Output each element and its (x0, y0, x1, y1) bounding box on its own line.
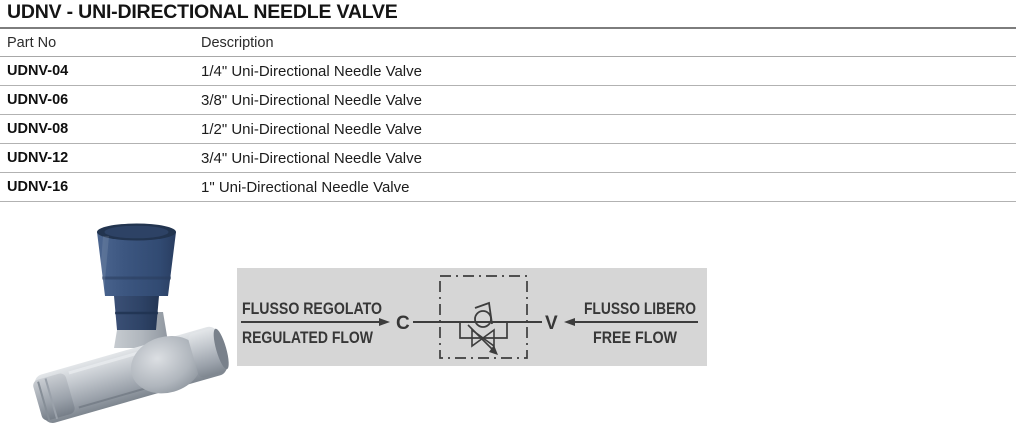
valve-body (33, 326, 229, 423)
table-row: UDNV-12 3/4" Uni-Directional Needle Valv… (0, 144, 1016, 173)
flow-diagram: FLUSSO REGOLATO REGULATED FLOW C V FLUSS… (237, 268, 707, 366)
port-label-v: V (545, 313, 558, 334)
needle-throttle-symbol (467, 324, 495, 352)
part-no-cell: UDNV-06 (7, 92, 69, 108)
description-cell: 1/2" Uni-Directional Needle Valve (201, 120, 422, 138)
valve-knob (97, 223, 176, 330)
label-regulated-flow: REGULATED FLOW (242, 329, 373, 347)
part-no-cell: UDNV-16 (7, 179, 69, 195)
part-no-cell: UDNV-12 (7, 150, 69, 166)
valve-boundary-box (439, 275, 528, 359)
description-cell: 3/4" Uni-Directional Needle Valve (201, 149, 422, 167)
description-cell: 1/4" Uni-Directional Needle Valve (201, 62, 422, 80)
column-header-description: Description (201, 34, 274, 51)
table-header-row: Part No Description (0, 29, 1016, 57)
table-row: UDNV-16 1" Uni-Directional Needle Valve (0, 173, 1016, 202)
description-cell: 1" Uni-Directional Needle Valve (201, 178, 410, 196)
valve-illustration (33, 223, 229, 423)
part-no-cell: UDNV-04 (7, 63, 69, 79)
table-row: UDNV-06 3/8" Uni-Directional Needle Valv… (0, 86, 1016, 115)
description-cell: 3/8" Uni-Directional Needle Valve (201, 91, 422, 109)
page-title: UDNV - UNI-DIRECTIONAL NEEDLE VALVE (7, 1, 398, 23)
table-row: UDNV-08 1/2" Uni-Directional Needle Valv… (0, 115, 1016, 144)
label-free-flow: FREE FLOW (593, 329, 677, 347)
parts-table: Part No Description UDNV-04 1/4" Uni-Dir… (0, 29, 1016, 202)
port-label-c: C (396, 313, 410, 334)
table-row: UDNV-04 1/4" Uni-Directional Needle Valv… (0, 57, 1016, 86)
part-no-cell: UDNV-08 (7, 121, 69, 137)
check-valve-symbol (474, 310, 492, 328)
label-flusso-regolato: FLUSSO REGOLATO (242, 300, 382, 318)
title-divider (0, 27, 1016, 29)
column-header-part-no: Part No (7, 34, 57, 51)
product-photo-needle-valve (25, 212, 240, 426)
label-flusso-libero: FLUSSO LIBERO (584, 300, 696, 318)
